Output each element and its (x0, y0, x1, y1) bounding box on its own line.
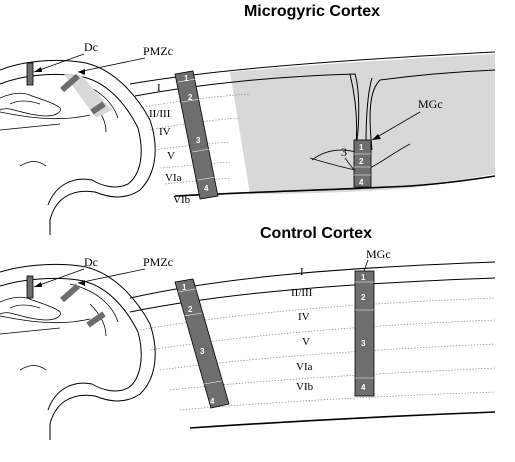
top-pmzc-seg-4: 4 (204, 184, 209, 193)
bottom-layer-iv: IV (298, 311, 310, 323)
bottom-dc-arrow (33, 268, 85, 288)
top-brain-section (0, 59, 156, 235)
top-layer-ii-iii: II/III (149, 108, 171, 120)
bottom-dc-column (26, 275, 34, 299)
top-layer-labels: I II/III IV V VIa VIb (149, 82, 191, 206)
bottom-layer-i: I (300, 266, 304, 278)
top-mgc-seg-4: 4 (359, 178, 364, 187)
bottom-mgc-seg-1: 1 (361, 273, 366, 282)
top-mgc-seg-1: 1 (359, 143, 364, 152)
top-layer-iv: IV (159, 126, 171, 138)
top-pmzc-label: PMZc (143, 44, 173, 58)
bottom-pmzc-seg-3: 3 (200, 347, 205, 356)
top-layer-v: V (167, 150, 175, 162)
bottom-brain-section (0, 263, 156, 440)
top-layer-vib: VIb (173, 194, 191, 206)
bottom-layer-labels: I II/III IV V VIa VIb (291, 266, 314, 393)
top-mgc-seg-2: 2 (359, 157, 364, 166)
bottom-mgc-label: MGc (366, 247, 391, 261)
top-pmzc-seg-1: 1 (184, 74, 189, 83)
microgyric-cortex-strip (129, 51, 496, 197)
bottom-pmzc-column-bar: 1 2 3 4 (174, 278, 230, 409)
bottom-mgc-seg-3: 3 (361, 339, 366, 348)
top-mgc-label: MGc (418, 97, 443, 111)
control-title: Control Cortex (260, 225, 372, 242)
top-mgc-column-bar: 1 2 4 (353, 139, 372, 188)
bottom-mgc-seg-2: 2 (361, 293, 366, 302)
top-pmzc-arrow (77, 57, 146, 73)
top-pmzc-column-bar: 1 2 3 4 (174, 70, 219, 200)
top-mgc-column (90, 101, 106, 115)
bottom-pmzc-arrow (77, 268, 146, 284)
bottom-layer-ii-iii: II/III (291, 287, 313, 299)
bottom-mgc-column (86, 311, 106, 328)
bottom-mgc-arrow (363, 259, 369, 272)
bottom-pmzc-seg-4: 4 (210, 397, 215, 406)
bottom-pmzc-seg-1: 1 (182, 283, 187, 292)
top-pmzc-column (60, 73, 80, 93)
top-arrow-number: 3 (341, 145, 347, 159)
bottom-layer-via: VIa (296, 361, 313, 373)
bottom-layer-v: V (302, 336, 310, 348)
bottom-pmzc-label: PMZc (143, 255, 173, 269)
top-dc-column (26, 62, 34, 86)
bottom-pmzc-seg-2: 2 (188, 305, 193, 314)
bottom-mgc-seg-4: 4 (361, 383, 366, 392)
control-cortex-strip (129, 261, 496, 429)
bottom-dc-label: Dc (84, 255, 98, 269)
top-pmzc-seg-2: 2 (188, 93, 193, 102)
top-layer-i: I (157, 82, 161, 94)
top-layer-via: VIa (165, 172, 182, 184)
top-mgc-arrow (371, 111, 421, 141)
top-dc-arrow (33, 53, 85, 73)
top-pmzc-seg-3: 3 (196, 136, 201, 145)
bottom-layer-vib: VIb (296, 381, 314, 393)
top-number-arrow (344, 157, 355, 171)
top-dc-label: Dc (84, 40, 98, 54)
bottom-mgc-column-bar: 1 2 3 4 (354, 270, 375, 397)
microgyric-title: Microgyric Cortex (244, 3, 380, 20)
bottom-pmzc-column (60, 283, 80, 303)
